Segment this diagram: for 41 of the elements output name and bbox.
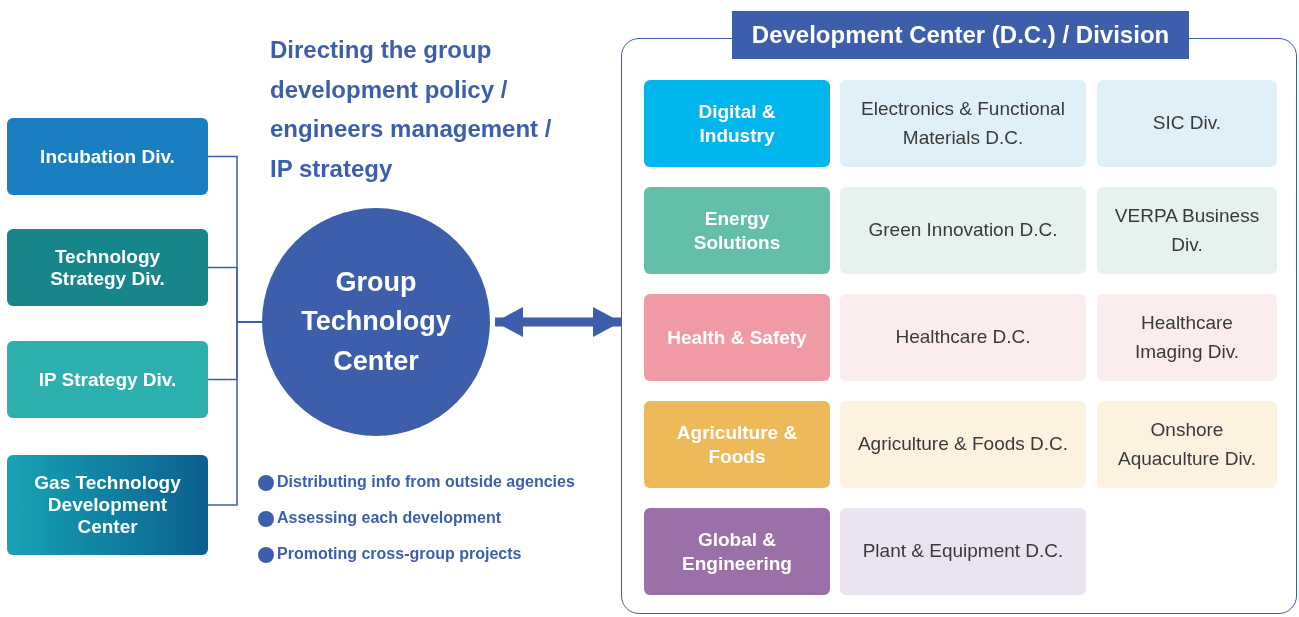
box-label: Energy Solutions xyxy=(692,206,782,255)
category-box xyxy=(644,508,830,595)
division-box xyxy=(7,229,208,306)
box-label: Health & Safety xyxy=(667,325,807,350)
box-label: Agriculture & Foods xyxy=(675,420,799,469)
box-label: IP Strategy Div. xyxy=(38,368,177,391)
box-label: Technology Strategy Div. xyxy=(49,245,166,290)
box-label: Healthcare D.C. xyxy=(895,325,1031,350)
box-label: Green Innovation D.C. xyxy=(868,218,1058,243)
center-box xyxy=(840,508,1086,595)
policy-heading: Directing the group development policy / engineers management / IP strategy xyxy=(270,35,553,184)
box-label: Global & Engineering xyxy=(681,527,793,576)
center-box xyxy=(1097,80,1277,167)
center-box xyxy=(1097,187,1277,274)
box-label: VERPA Business Div. xyxy=(1113,204,1261,257)
box-label: SIC Div. xyxy=(1152,111,1222,136)
box-label: Electronics & Functional Materials D.C. xyxy=(860,97,1066,150)
center-box xyxy=(840,401,1086,488)
division-box xyxy=(7,118,208,195)
connector-line xyxy=(207,321,263,506)
box-label: Agriculture & Foods D.C. xyxy=(857,432,1069,457)
division-box xyxy=(7,455,208,555)
category-box xyxy=(644,187,830,274)
category-box xyxy=(644,401,830,488)
center-box xyxy=(840,187,1086,274)
box-label: Digital & Industry xyxy=(697,99,777,148)
category-box xyxy=(644,80,830,167)
center-title: Group Technology Center xyxy=(300,266,452,378)
box-label: Healthcare Imaging Div. xyxy=(1133,311,1241,364)
center-box xyxy=(1097,401,1277,488)
box-label: Incubation Div. xyxy=(40,145,175,168)
bullet-point: Promoting cross-group projects xyxy=(258,544,522,565)
bullet-point: Assessing each development xyxy=(258,508,502,529)
center-box xyxy=(840,80,1086,167)
category-box xyxy=(644,294,830,381)
box-label: Plant & Equipment D.C. xyxy=(862,539,1064,564)
box-label: Gas Technology Development Center xyxy=(33,472,182,538)
bullet-point: Distributing info from outside agencies xyxy=(258,472,575,493)
box-label: Onshore Aquaculture Div. xyxy=(1117,418,1257,471)
panel-heading: Development Center (D.C.) / Division xyxy=(732,11,1189,59)
division-box xyxy=(7,341,208,418)
